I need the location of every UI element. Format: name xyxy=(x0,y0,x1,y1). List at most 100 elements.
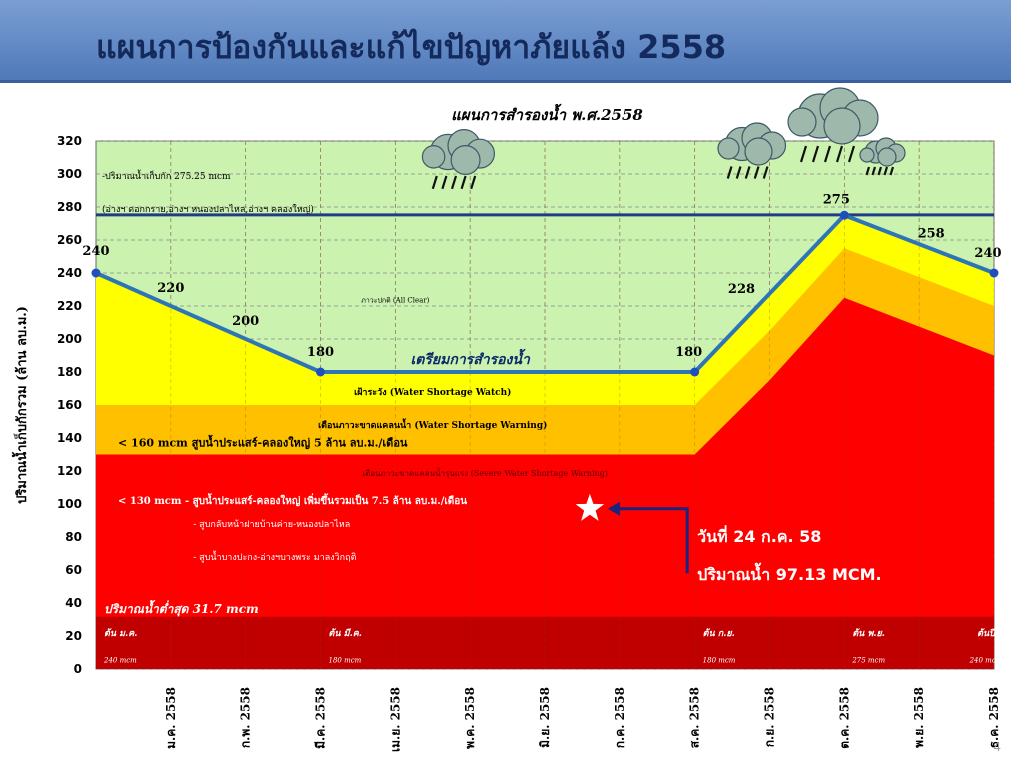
annotation-warning: เตือนภาวะขาดแคลนน้ำ (Water Shortage Warn… xyxy=(318,418,547,431)
annotation-160mcm: < 160 mcm สูบน้ำประแสร์-คลองใหญ่ 5 ล้าน … xyxy=(118,434,408,450)
cloud-puff xyxy=(787,107,817,137)
month-start-value: 240 mcm xyxy=(969,656,1003,664)
month-start-value: 180 mcm xyxy=(703,656,736,664)
plan-point-label: 180 xyxy=(675,345,702,360)
rain-drop xyxy=(877,166,883,176)
slide-title: แผนการป้องกันและแก้ไขปัญหาภัยแล้ง 2558 xyxy=(96,28,727,66)
month-start-name: ต้น ก.ย. xyxy=(703,628,735,639)
rain-drop xyxy=(460,175,467,190)
annotation-130mcm-a: < 130 mcm - สูบน้ำประแสร์-คลองใหญ่ เพิ่ม… xyxy=(118,493,467,508)
plan-point-label: 258 xyxy=(918,226,945,241)
rain-drop xyxy=(735,166,742,179)
y-axis-label: ปริมาณน้ำเก็บกักรวม (ล้าน ลบ.ม.) xyxy=(11,306,30,504)
x-tick-label: ก.ย. 2558 xyxy=(763,687,777,747)
y-tick-label: 100 xyxy=(57,497,82,511)
zone-minimum-darkred xyxy=(96,616,994,669)
rain-drop xyxy=(753,166,760,179)
rain-drop xyxy=(431,175,438,190)
y-tick-label: 240 xyxy=(57,266,82,280)
cloud-puff xyxy=(717,137,740,160)
rain-drop xyxy=(762,166,769,179)
plan-point-label: 240 xyxy=(82,244,109,259)
annotation-130mcm-b: - สูบกลับหน้าฝายบ้านค่าย-หนองปลาไหล xyxy=(193,519,350,530)
rain-drop xyxy=(799,145,808,163)
plan-point xyxy=(839,210,849,220)
y-tick-label: 320 xyxy=(57,134,82,148)
y-tick-label: 140 xyxy=(57,431,82,445)
title-bar: แผนการป้องกันและแก้ไขปัญหาภัยแล้ง 2558 xyxy=(0,0,1011,83)
cloud-puff xyxy=(450,144,481,175)
rain-cloud-icon xyxy=(717,122,787,179)
current-point-star xyxy=(575,493,605,521)
plan-point-label: 240 xyxy=(974,246,1001,261)
callout-arrow-head xyxy=(607,501,620,516)
rain-drop xyxy=(835,145,844,163)
y-tick-label: 220 xyxy=(57,299,82,313)
x-tick-label: พ.ย. 2558 xyxy=(912,687,926,748)
page-number: 4 xyxy=(993,740,1001,754)
annotation-prepare-reserve: เตรียมการสำรองน้ำ xyxy=(411,348,531,368)
rain-cloud-icon xyxy=(421,128,496,190)
y-tick-label: 260 xyxy=(57,233,82,247)
x-tick-label: ธ.ค. 2558 xyxy=(987,687,1001,748)
annotation-watch: เฝ้าระวัง (Water Shortage Watch) xyxy=(354,387,511,398)
y-tick-label: 160 xyxy=(57,398,82,412)
annotation-reservoirs: (อ่างฯ ดอกกราย,อ่างฯ หนองปลาไหล,อ่างฯ คล… xyxy=(102,204,314,215)
chart-title: แผนการสำรองน้ำ พ.ศ.2558 xyxy=(451,103,643,124)
rain-drop xyxy=(726,166,733,179)
rain-cloud-icon xyxy=(787,87,879,163)
cloud-puff xyxy=(744,137,773,166)
rain-drop xyxy=(871,166,877,176)
y-tick-label: 80 xyxy=(65,530,82,544)
month-start-name: ต้นปี xyxy=(977,628,997,639)
x-tick-label: ส.ค. 2558 xyxy=(688,687,702,748)
x-tick-label: ต.ค. 2558 xyxy=(837,687,851,749)
x-tick-label: ก.ค. 2558 xyxy=(613,687,627,748)
rain-drop xyxy=(847,145,856,163)
rain-cloud-icon xyxy=(859,137,906,176)
plan-point-label: 200 xyxy=(232,314,259,329)
annotation-130mcm-c: - สูบน้ำบางปะกง-อ่างฯบางพระ มาลงวิกฤติ xyxy=(193,550,356,563)
plan-point xyxy=(690,367,700,377)
y-tick-label: 180 xyxy=(57,365,82,379)
rain-drop xyxy=(889,166,895,176)
annotation-minimum-volume: ปริมาณน้ำต่ำสุด 31.7 mcm xyxy=(104,600,259,617)
month-start-value: 180 mcm xyxy=(329,656,362,664)
rain-drop xyxy=(450,175,458,190)
y-tick-label: 300 xyxy=(57,167,82,181)
x-tick-label: ม.ค. 2558 xyxy=(164,687,178,749)
y-tick-label: 200 xyxy=(57,332,82,346)
annotation-severe: เตือนภาวะขาดแคลนน้ำรุนแรง (Severe Water … xyxy=(362,467,608,478)
month-start-name: ต้น พ.ย. xyxy=(852,628,885,639)
x-tick-label: เม.ย. 2558 xyxy=(388,687,402,752)
annotation-all-clear: ภาวะปกติ (All Clear) xyxy=(361,297,429,305)
y-tick-label: 40 xyxy=(65,596,82,610)
y-tick-label: 0 xyxy=(74,662,82,676)
plan-point xyxy=(316,367,325,377)
cloud-puff xyxy=(877,147,897,167)
rain-drop xyxy=(470,175,477,190)
callout-arrow-line xyxy=(615,507,689,574)
x-tick-label: ก.พ. 2558 xyxy=(239,687,253,748)
rain-drop xyxy=(744,166,751,179)
rain-drop xyxy=(441,175,448,190)
cloud-puff xyxy=(823,107,861,145)
month-start-value: 275 mcm xyxy=(851,656,885,664)
callout-volume: ปริมาณน้ำ 97.13 MCM. xyxy=(697,562,881,584)
rain-drop xyxy=(883,166,889,176)
x-tick-label: มี.ค. 2558 xyxy=(314,687,328,749)
rain-drop xyxy=(811,145,820,163)
rain-drop xyxy=(823,145,832,163)
cloud-puff xyxy=(421,145,446,169)
annotation-capacity: -ปริมาณน้ำเก็บกัก 275.25 mcm xyxy=(102,169,231,182)
plan-point-label: 275 xyxy=(823,192,850,207)
plan-point-label: 228 xyxy=(728,282,755,297)
plan-point xyxy=(91,268,101,278)
plan-point xyxy=(989,268,999,278)
month-start-value: 240 mcm xyxy=(103,656,137,664)
zone-severe-red xyxy=(96,297,994,669)
rain-drop xyxy=(865,166,871,176)
y-tick-label: 60 xyxy=(65,563,82,577)
callout-date: วันที่ 24 ก.ค. 58 xyxy=(697,525,821,546)
